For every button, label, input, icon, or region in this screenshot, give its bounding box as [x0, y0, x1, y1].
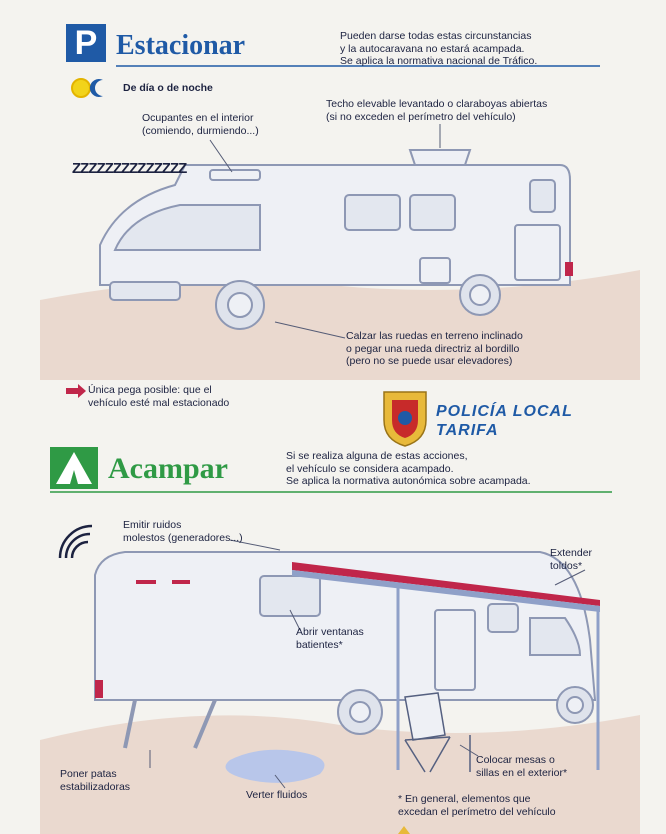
chair-icon	[404, 692, 471, 773]
leader-lines-bottom	[149, 539, 586, 789]
park-intro: Pueden darse todas estas circunstancias …	[340, 30, 537, 68]
camp-intro-line: Si se realiza alguna de estas acciones,	[286, 450, 468, 462]
police-line2: TARIFA	[436, 422, 499, 439]
only-issue-line: vehículo esté mal estacionado	[88, 396, 230, 409]
snore-text: ZZZZZZZZZZZZZZ	[72, 160, 187, 177]
tables-label: Colocar mesas o sillas en el exterior*	[476, 754, 567, 779]
legs-line: estabilizadoras	[60, 780, 131, 793]
footnote-line: * En general, elementos que	[398, 793, 531, 805]
legs-line: Poner patas	[60, 768, 117, 780]
camp-title: Acampar	[108, 452, 228, 485]
roof-line: (si no exceden el perímetro del vehículo…	[326, 110, 516, 123]
park-intro-line: Pueden darse todas estas circunstancias	[340, 30, 532, 42]
police-logo-text: POLICÍA LOCAL TARIFA	[436, 402, 573, 440]
sun-icon	[71, 78, 91, 98]
parking-badge: P	[66, 24, 106, 62]
noise-waves-icon	[58, 524, 93, 559]
wheels-line: (pero no se puede usar elevadores)	[346, 355, 513, 367]
wheels-line: o pegar una rueda directriz al bordillo	[346, 342, 520, 355]
police-line1: POLICÍA LOCAL	[436, 403, 573, 420]
only-issue-line: Única pega posible: que el	[88, 384, 212, 396]
windows-line: batientes*	[296, 638, 343, 651]
arrow-icon	[66, 384, 86, 398]
wheels-label: Calzar las ruedas en terreno inclinado o…	[346, 330, 523, 368]
footnote-line: excedan el perímetro del vehículo	[398, 805, 556, 818]
moon-icon	[89, 79, 103, 98]
roof-line: Techo elevable levantado o claraboyas ab…	[326, 98, 548, 110]
roof-label: Techo elevable levantado o claraboyas ab…	[326, 98, 547, 123]
park-intro-line: Se aplica la normativa nacional de Tráfi…	[340, 55, 538, 67]
awning-label: Extender toldos*	[550, 547, 592, 572]
occupants-line: (comiendo, durmiendo...)	[142, 124, 259, 137]
legs-label: Poner patas estabilizadoras	[60, 768, 130, 793]
noise-line: Emitir ruidos	[123, 519, 182, 531]
motorhome-parked	[99, 149, 573, 330]
awning	[292, 562, 600, 770]
fluid-puddle	[225, 749, 325, 783]
stabilizer-legs	[123, 699, 217, 749]
footnote: * En general, elementos que excedan el p…	[398, 793, 556, 818]
wheels-line: Calzar las ruedas en terreno inclinado	[346, 330, 523, 342]
awning-line: Extender	[550, 547, 593, 559]
ground-bottom	[40, 715, 640, 834]
windows-label: Abrir ventanas batientes*	[296, 626, 364, 651]
leader-lines-top	[209, 124, 441, 339]
camp-intro: Si se realiza alguna de estas acciones, …	[286, 450, 531, 488]
occupants-label: Ocupantes en el interior (comiendo, durm…	[142, 112, 259, 137]
only-issue-label: Única pega posible: que el vehículo esté…	[88, 384, 229, 409]
bottom-badge-fragment	[398, 826, 410, 834]
awning-line: toldos*	[550, 559, 583, 572]
tables-line: sillas en el exterior*	[476, 766, 568, 779]
day-night-label: De día o de noche	[123, 82, 213, 94]
park-intro-line: y la autocaravana no estará acampada.	[340, 42, 525, 55]
fluids-label: Verter fluidos	[246, 789, 308, 801]
park-title: Estacionar	[116, 30, 246, 61]
camp-intro-line: el vehículo se considera acampado.	[286, 462, 454, 475]
occupants-line: Ocupantes en el interior	[142, 112, 254, 124]
camp-intro-line: Se aplica la normativa autonómica sobre …	[286, 475, 531, 487]
tables-line: Colocar mesas o	[476, 754, 555, 766]
noise-label: Emitir ruidos molestos (generadores...)	[123, 519, 243, 544]
noise-line: molestos (generadores...)	[123, 531, 243, 544]
police-shield-icon	[383, 391, 427, 447]
camp-badge	[50, 447, 98, 489]
windows-line: Abrir ventanas	[296, 626, 364, 638]
